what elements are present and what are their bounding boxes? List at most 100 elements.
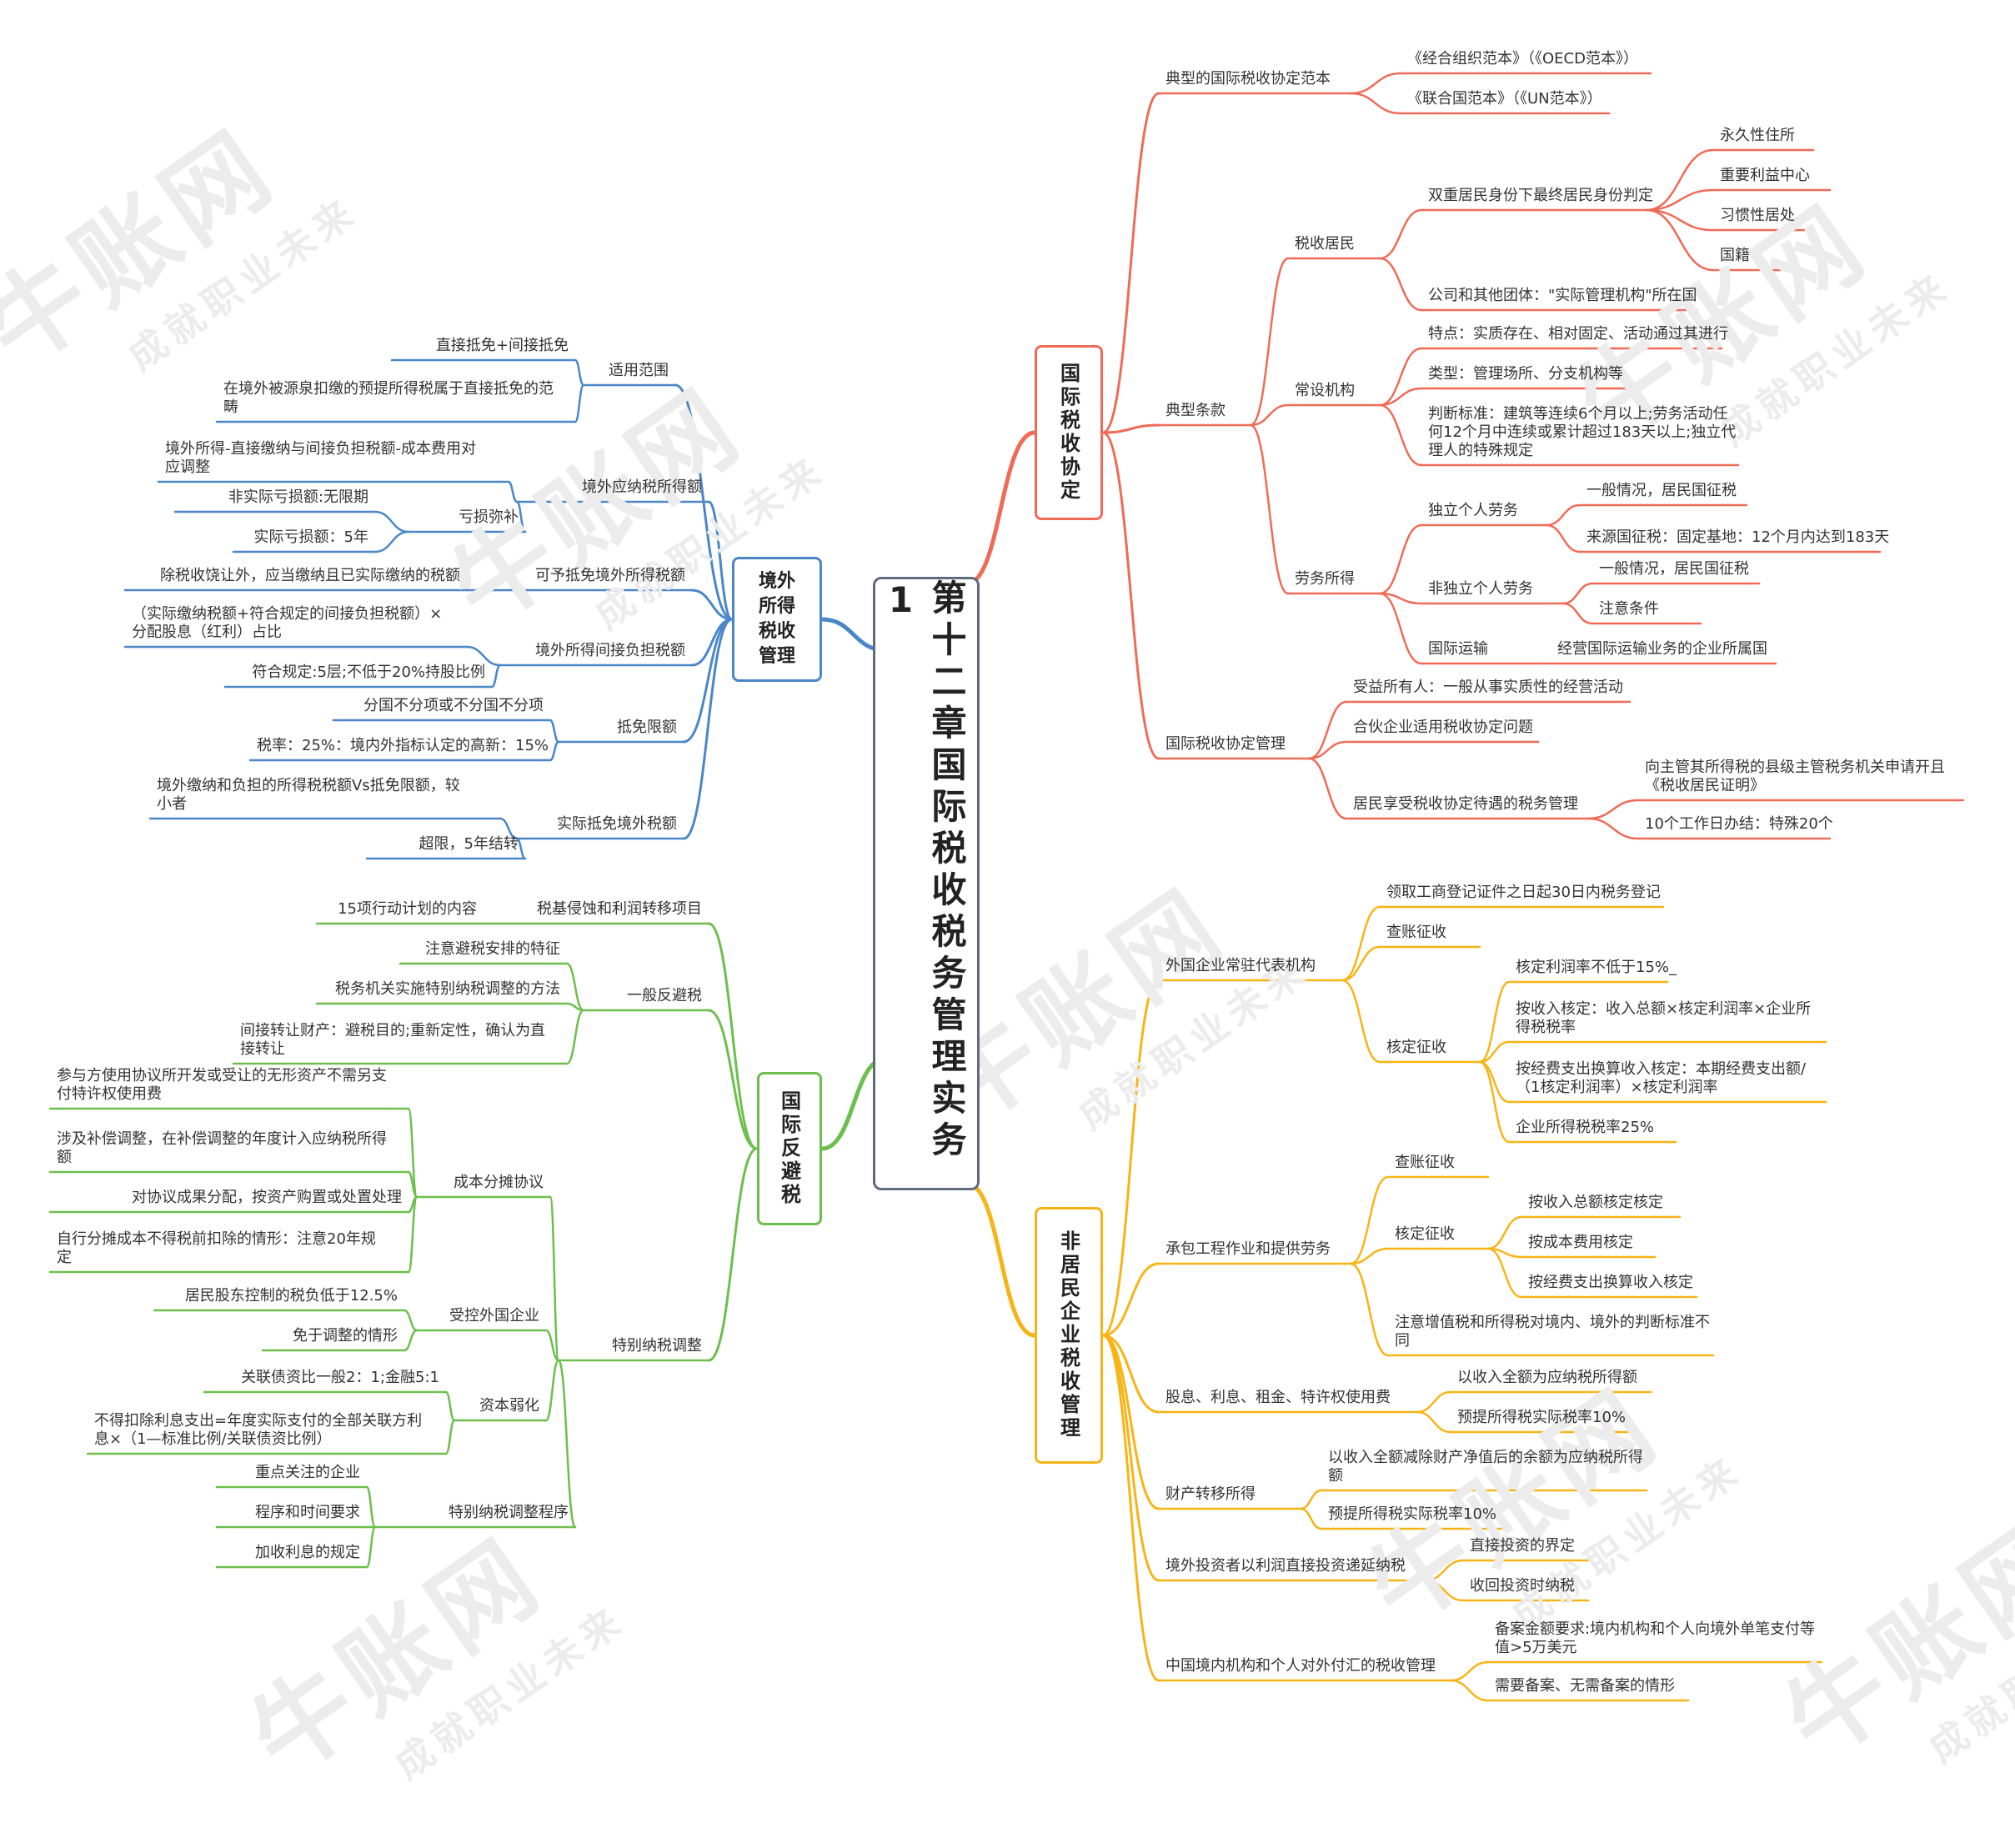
connector-line [707, 500, 734, 621]
topic-r1: 典型的国际税收协定范本 [1165, 70, 1331, 88]
connector-line [1378, 387, 1423, 407]
mindmap-connectors [48, 72, 1965, 1702]
topic-r2a1d: 国籍 [1720, 247, 1750, 264]
connector-line [1349, 1175, 1390, 1265]
topic-bl5: 抵免限额 [617, 719, 677, 736]
topic-bl2b1: 非实际亏损额:无限期 [228, 488, 368, 506]
connector-line [1299, 1489, 1323, 1510]
topic-g3b1: 居民股东控制的税负低于12.5% [184, 1287, 398, 1305]
topic-bl4a: （实际缴纳税额+符合规定的间接负担税额）×分配股息（红利）占比 [132, 605, 443, 641]
connector-line [565, 962, 585, 1012]
connector-line [965, 430, 1037, 586]
connector-line [574, 383, 585, 423]
topic-o1c1: 核定利润率不低于15%_ [1516, 959, 1677, 976]
topic-r2c2: 非独立个人劳务 [1428, 580, 1533, 598]
topic-r3c1: 向主管其所得税的县级主管税务机关申请开且《税收居民证明》 [1645, 759, 1945, 794]
topic-r2: 典型条款 [1165, 402, 1226, 419]
topic-r2a1: 双重居民身份下最终居民身份判定 [1428, 187, 1653, 204]
topic-r2c1b: 来源国征税：固定基地：12个月内达到183天 [1586, 528, 1890, 546]
topic-o5a: 直接投资的界定 [1470, 1537, 1575, 1555]
connector-line [549, 719, 560, 744]
topic-r1a: 《经合组织范本》（《OECD范本》） [1407, 50, 1638, 68]
connector-line [1101, 1334, 1160, 1510]
topic-bl6: 实际抵免境外税额 [557, 815, 677, 833]
connector-line [403, 1329, 419, 1352]
topic-bl1: 适用范围 [609, 362, 669, 379]
topic-o1c3: 按经费支出换算收入核定：本期经费支出额/（1核定利润率）×核定利润率 [1516, 1060, 1807, 1096]
connector-line [465, 645, 502, 667]
connector-line [1299, 1507, 1323, 1530]
topic-o3b: 预提所得税实际税率10% [1457, 1409, 1627, 1426]
connector-line [1586, 799, 1640, 820]
topic-g3c1: 关联债资比一般2：1;金融5:1 [241, 1369, 439, 1386]
topic-r2a: 税收居民 [1295, 235, 1355, 253]
connector-line [574, 358, 585, 387]
connector-line [515, 500, 527, 533]
connector-line [403, 1309, 419, 1332]
connector-line [365, 1485, 377, 1529]
topic-bl3: 可予抵免境外所得税额 [535, 567, 685, 584]
connector-line [373, 530, 410, 553]
topic-g3d2: 程序和时间要求 [255, 1504, 360, 1521]
connector-line [444, 1419, 456, 1455]
topic-bl4: 境外所得间接负担税额 [535, 642, 685, 659]
connector-line [1101, 1334, 1160, 1582]
topic-g1a: 15项行动计划的内容 [338, 900, 477, 918]
branch-foreign-income-tax: 境外 所得 税收 管理 [732, 557, 822, 682]
connector-line [1645, 148, 1715, 212]
topic-o1: 外国企业常驻代表机构 [1165, 957, 1316, 974]
connector-line [365, 1525, 377, 1569]
topic-r1b: 《联合国范本》（《UN范本》） [1407, 90, 1602, 108]
topic-o2a: 查账征收 [1395, 1154, 1455, 1171]
topic-g3c2: 不得扣除利息支出=年度实际支付的全部关联方利息×（1—标准比例/关联债资比例） [94, 1412, 423, 1448]
connector-line [1645, 188, 1715, 212]
topic-bl5a: 分国不分项或不分国不分项 [363, 697, 544, 714]
connector-line [1545, 523, 1581, 553]
connector-line [1101, 1334, 1160, 1414]
connector-line [1561, 582, 1594, 605]
topic-o1c4: 企业所得税税率25% [1516, 1119, 1655, 1136]
topic-o4b: 预提所得税实际税率10% [1328, 1505, 1497, 1523]
topic-o1b: 查账征收 [1386, 924, 1446, 941]
connector-line [1307, 700, 1348, 760]
topic-bl3a: 除税收饶让外，应当缴纳且已实际缴纳的税额 [160, 567, 460, 584]
connector-line [682, 618, 734, 840]
topic-o2b2: 按成本费用核定 [1528, 1234, 1633, 1251]
connector-line [1378, 257, 1423, 312]
topic-r3c2: 10个工作日办结：特殊20个 [1645, 815, 1833, 833]
connector-line [1378, 208, 1423, 260]
topic-g3b: 受控外国企业 [449, 1307, 539, 1325]
connector-line [1478, 1060, 1511, 1104]
branch-international-tax-treaty: 国际税收协定 [1035, 345, 1103, 520]
topic-o6a: 备案金额要求:境内机构和个人向境外单笔支付等值>5万美元 [1495, 1620, 1816, 1656]
topic-g3a4: 自行分摊成本不得税前扣除的情形：注意20年规定 [57, 1230, 376, 1266]
connector-line [557, 1359, 577, 1529]
topic-g3c: 资本弱化 [479, 1397, 539, 1415]
topic-bl2b2: 实际亏损额：5年 [253, 528, 368, 546]
connector-line [1645, 208, 1715, 272]
connector-line [1486, 1247, 1523, 1299]
connector-line [1378, 523, 1423, 595]
connector-line [507, 480, 519, 503]
connector-line [544, 1359, 560, 1422]
connector-line [1486, 1215, 1523, 1250]
connector-line [565, 1009, 585, 1065]
topic-bl6b: 超限，5年结转 [419, 835, 519, 853]
topic-bl2a: 境外所得-直接缴纳与间接负担税额-成本费用对应调整 [165, 440, 476, 476]
topic-g2a: 注意避税安排的特征 [425, 940, 560, 958]
topic-o1c2: 按收入核定：收入总额×核定利润率×企业所得税税率 [1516, 1000, 1812, 1036]
topic-g2: 一般反避税 [627, 987, 702, 1004]
topic-bl1a: 直接抵免+间接抵免 [435, 337, 569, 354]
topic-o6: 中国境内机构和个人对外付汇的税收管理 [1165, 1657, 1436, 1675]
topic-r2b: 常设机构 [1295, 382, 1355, 399]
connector-line [1249, 423, 1290, 595]
topic-r2c: 劳务所得 [1295, 570, 1355, 588]
connector-line [682, 618, 734, 744]
connector-line [1349, 1262, 1390, 1357]
connector-line [515, 837, 527, 860]
connector-line [707, 1147, 759, 1362]
connector-line [1545, 503, 1581, 527]
topic-r2a1a: 永久性住所 [1720, 127, 1795, 144]
connector-line [1416, 1410, 1452, 1434]
topic-g3d1: 重点关注的企业 [255, 1464, 360, 1481]
